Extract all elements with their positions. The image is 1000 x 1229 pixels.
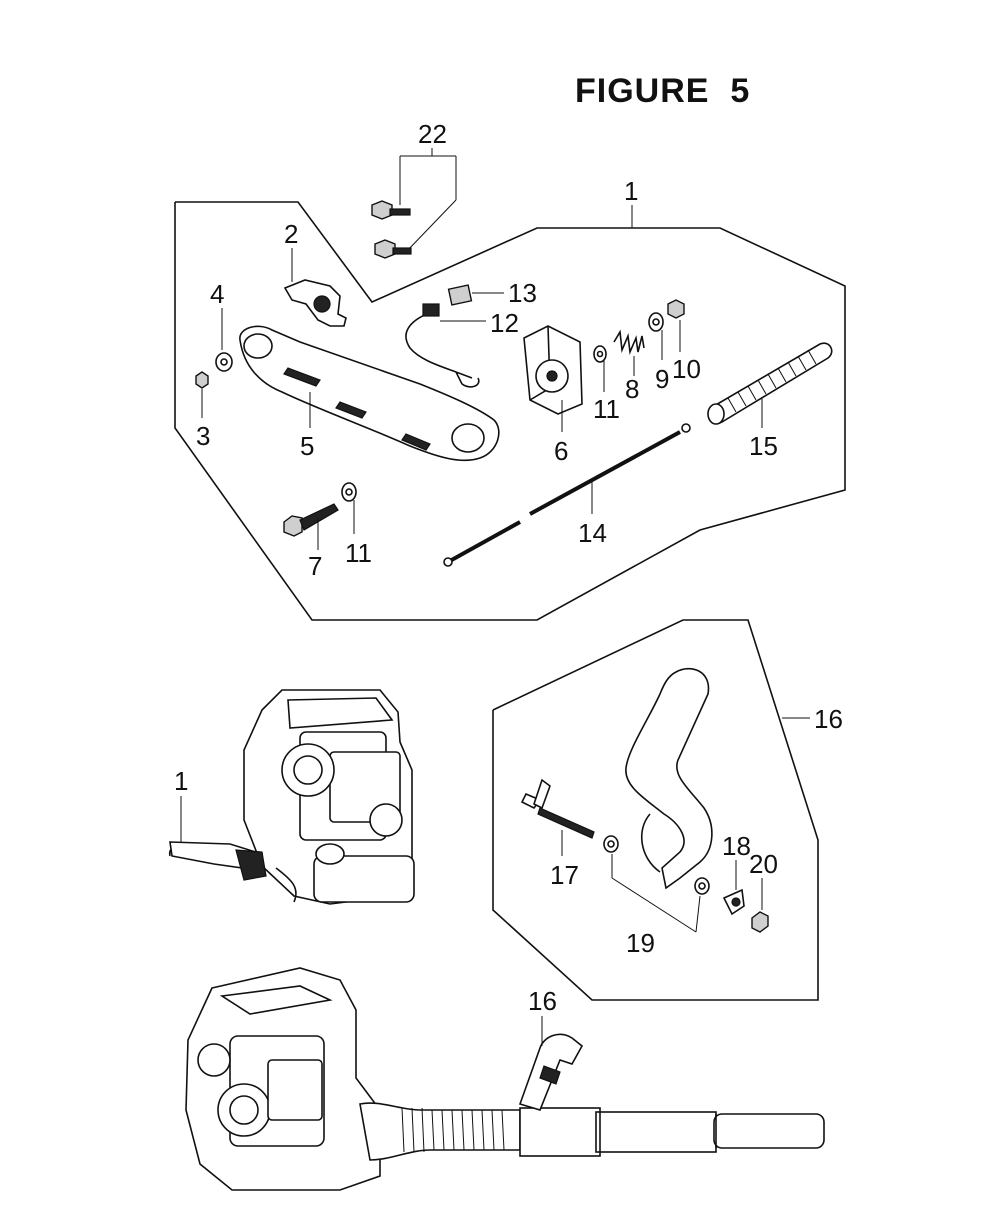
bracket-plate-part-6: 6 [523,325,583,466]
wing-bolt-part-17: 17 [520,778,595,890]
callout-label-11b: 11 [345,538,372,568]
figure-title: FIGURE 5 [575,72,751,110]
callout-label-20: 20 [749,849,778,879]
clip-part-13: 13 [447,278,537,308]
throttle-trigger-part-2: 2 [283,219,347,327]
callout-label-17: 17 [550,860,579,890]
callout-label-4: 4 [210,279,224,309]
callout-label-12: 12 [490,308,519,338]
callout-label-assembly-1: 1 [174,766,188,796]
callout-label-10: 10 [672,354,701,384]
assembly-16-outline: 16 [492,619,843,1001]
washer-part-4: 4 [210,279,233,372]
bolt-22-upper [371,200,411,220]
callout-label-3: 3 [196,421,210,451]
callout-label-1: 1 [624,176,638,206]
callout-1: 1 [624,176,638,228]
wing-nut-part-18: 18 [722,831,751,916]
nut-part-3: 3 [195,371,210,451]
washer-part-11-lower: 11 [341,482,372,568]
nut-part-20: 20 [749,849,778,933]
bolt-22-lower [374,239,412,259]
callout-label-2: 2 [284,219,298,249]
assembly-1-outline [174,201,846,621]
blower-unit-side-view [168,689,415,905]
lever-arm-part-5: 5 [239,325,500,462]
switch-wire-part-12: 12 [405,303,519,388]
callout-label-assembly-16: 16 [528,986,557,1016]
callout-22: 22 [399,119,457,253]
callout-assembly-16: 16 [528,986,557,1046]
callout-assembly-1: 1 [174,766,188,842]
callout-label-16: 16 [814,704,843,734]
callout-label-18: 18 [722,831,751,861]
callout-label-14: 14 [578,518,607,548]
spring-part-8: 8 [613,329,645,404]
washers-part-19: 19 [603,835,710,958]
callout-label-11a: 11 [593,394,620,424]
callout-label-15: 15 [749,431,778,461]
bolt-part-7: 7 [283,503,339,581]
callout-label-9: 9 [655,364,669,394]
washer-part-9: 9 [648,312,669,394]
callout-label-19: 19 [626,928,655,958]
blower-full-view [185,967,825,1191]
throttle-cable-part-14: 14 [443,423,691,567]
washer-part-11-upper: 11 [593,345,620,424]
handle-part-16 [625,667,713,890]
callout-label-8: 8 [625,374,639,404]
callout-label-22: 22 [418,119,447,149]
callout-label-7: 7 [308,551,322,581]
callout-label-6: 6 [554,436,568,466]
callout-label-5: 5 [300,431,314,461]
corrugated-tube-part-15: 15 [707,342,833,461]
callout-label-13: 13 [508,278,537,308]
nut-part-10: 10 [667,299,701,384]
